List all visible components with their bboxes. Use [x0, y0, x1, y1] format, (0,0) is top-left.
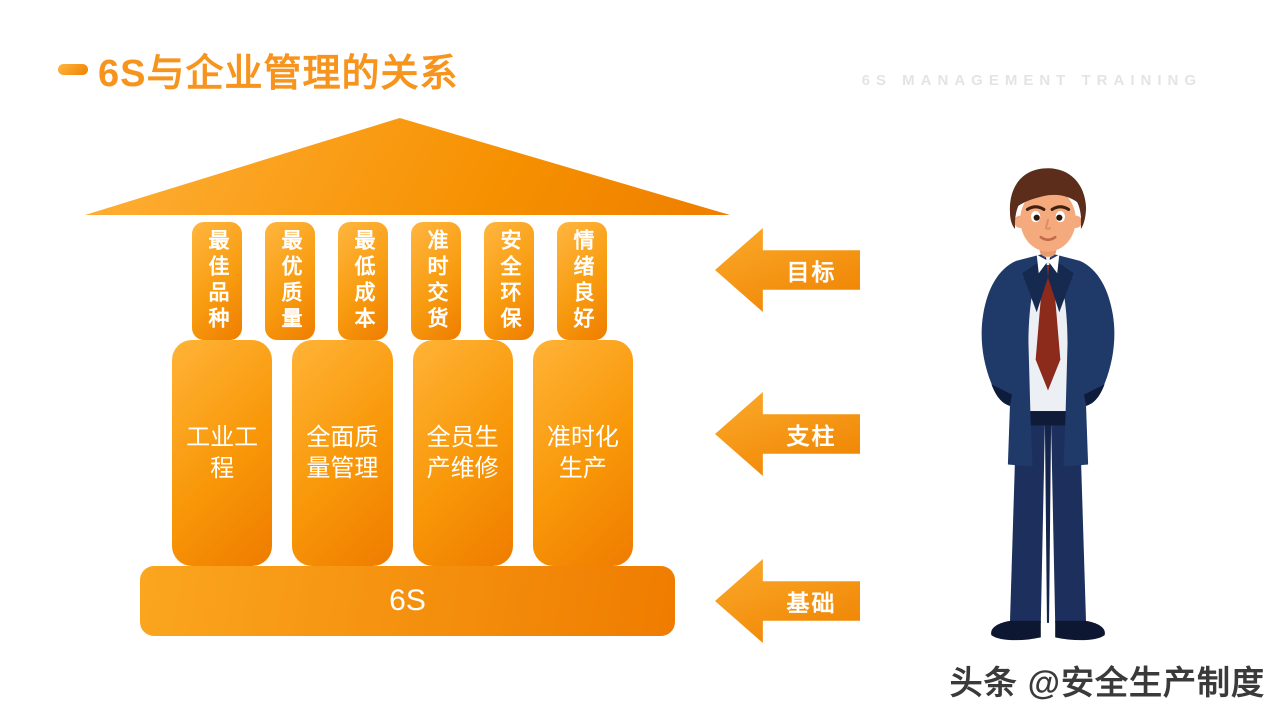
temple-base-block: 6S	[140, 566, 675, 636]
title-dash-icon	[58, 64, 88, 75]
pillar-label: 工业工程	[186, 423, 259, 482]
watermark: 头条 @安全生产制度	[949, 664, 1265, 701]
goal-block-label: 最低成本	[352, 229, 375, 333]
temple-top-row: 最佳品种 最优质量 最低成本 准时交货 安全环保 情绪良好	[192, 222, 607, 340]
arrow-label: 基础	[786, 590, 837, 616]
goal-block: 最低成本	[338, 222, 388, 340]
left-arrow-pillars: 支柱	[715, 392, 860, 476]
pillar-block: 准时化生产	[532, 340, 633, 566]
pillar-block: 全面质量管理	[292, 340, 393, 566]
goal-block: 准时交货	[411, 222, 461, 340]
arrow-label: 支柱	[786, 423, 837, 449]
goal-block: 情绪良好	[557, 222, 607, 340]
pillar-label: 全员生产维修	[426, 423, 499, 482]
goal-block-label: 准时交货	[425, 229, 448, 333]
arrow-label: 目标	[786, 259, 837, 285]
pillar-label: 准时化生产	[546, 423, 619, 482]
temple-pillar-row: 工业工程 全面质量管理 全员生产维修 准时化生产	[172, 340, 633, 566]
pillar-block: 全员生产维修	[412, 340, 513, 566]
goal-block-label: 最优质量	[279, 229, 302, 333]
pillar-block: 工业工程	[172, 340, 273, 566]
temple-roof-shape	[85, 118, 730, 215]
goal-block: 最佳品种	[192, 222, 242, 340]
goal-block-label: 情绪良好	[571, 229, 594, 333]
left-arrow-foundation: 基础	[715, 559, 860, 643]
goal-block-label: 安全环保	[498, 229, 521, 333]
businessman-illustration	[981, 168, 1115, 641]
page-title: 6S与企业管理的关系	[98, 53, 459, 95]
pillar-label: 全面质量管理	[306, 423, 379, 482]
goal-block: 安全环保	[484, 222, 534, 340]
header-caption: 6S MANAGEMENT TRAINING	[861, 72, 1202, 89]
goal-block-label: 最佳品种	[206, 229, 229, 333]
left-arrow-goals: 目标	[715, 228, 860, 312]
goal-block: 最优质量	[265, 222, 315, 340]
